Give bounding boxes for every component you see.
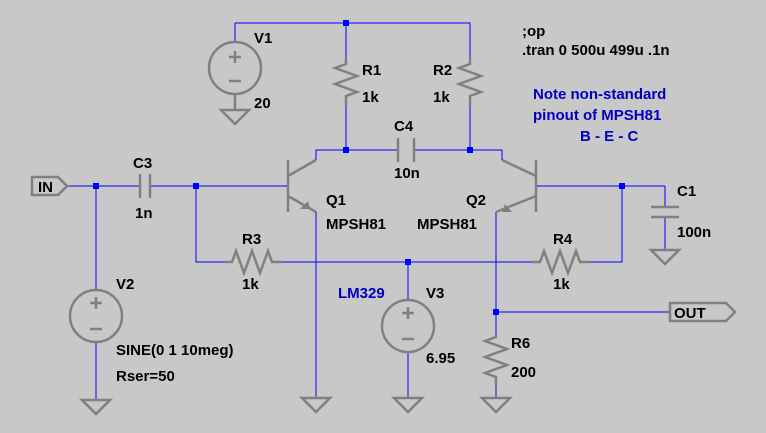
- port-in-label: IN: [38, 179, 53, 196]
- transistor-q2[interactable]: [495, 158, 538, 214]
- c4-name: C4: [394, 118, 414, 135]
- r3-name: R3: [242, 231, 261, 248]
- voltage-source-v1[interactable]: [207, 40, 263, 126]
- transistor-q1[interactable]: [286, 158, 317, 214]
- note-line-3: B - E - C: [580, 128, 638, 145]
- v2-value: SINE(0 1 10meg): [116, 342, 234, 359]
- resistor-r1[interactable]: [331, 58, 361, 106]
- v3-name: V3: [426, 285, 444, 302]
- junctions: [93, 20, 625, 315]
- directive-op: ;op: [522, 23, 545, 40]
- q2-value: MPSH81: [417, 216, 477, 233]
- junction: [343, 147, 349, 153]
- voltage-source-v2[interactable]: [68, 288, 124, 344]
- resistor-r2[interactable]: [455, 58, 485, 106]
- resistor-r3[interactable]: [226, 247, 282, 277]
- r4-value: 1k: [553, 276, 570, 293]
- v3-comment: LM329: [338, 285, 385, 302]
- note-line-2: pinout of MPSH81: [533, 107, 661, 124]
- v3-value: 6.95: [426, 350, 455, 367]
- junction: [619, 183, 625, 189]
- capacitor-c4[interactable]: [396, 138, 416, 162]
- c4-value: 10n: [394, 165, 420, 182]
- resistor-r4[interactable]: [532, 247, 590, 277]
- ground-icon: [78, 398, 114, 416]
- junction: [343, 20, 349, 26]
- q2-name: Q2: [466, 192, 486, 209]
- r2-value: 1k: [433, 89, 450, 106]
- spice-directives: ;op .tran 0 500u 499u .1n: [522, 23, 670, 59]
- component-labels: V1 20 R1 1k R2 1k C4 10n C3 1n Q1 MPSH81…: [116, 30, 711, 385]
- r6-name: R6: [511, 335, 530, 352]
- ground-symbols: [78, 248, 683, 416]
- c1-name: C1: [677, 183, 696, 200]
- junction: [193, 183, 199, 189]
- c3-name: C3: [133, 155, 152, 172]
- port-out[interactable]: OUT: [668, 301, 737, 323]
- ground-icon: [390, 396, 426, 414]
- v1-name: V1: [254, 30, 272, 47]
- c1-value: 100n: [677, 224, 711, 241]
- directive-tran: .tran 0 500u 499u .1n: [522, 42, 670, 59]
- v1-value: 20: [254, 95, 271, 112]
- r6-value: 200: [511, 364, 536, 381]
- junction: [467, 147, 473, 153]
- r3-value: 1k: [242, 276, 259, 293]
- junction: [493, 309, 499, 315]
- note-line-1: Note non-standard: [533, 86, 666, 103]
- resistor-r6[interactable]: [481, 333, 511, 385]
- r1-value: 1k: [362, 89, 379, 106]
- ground-icon: [478, 396, 514, 414]
- pinout-note: Note non-standard pinout of MPSH81 B - E…: [533, 86, 666, 145]
- junction: [405, 259, 411, 265]
- capacitor-c3[interactable]: [138, 174, 152, 198]
- r1-name: R1: [362, 62, 381, 79]
- capacitor-c1[interactable]: [651, 205, 679, 219]
- v2-param: Rser=50: [116, 368, 175, 385]
- c3-value: 1n: [135, 205, 153, 222]
- v2-name: V2: [116, 276, 134, 293]
- port-in[interactable]: IN: [30, 175, 69, 197]
- r4-name: R4: [553, 231, 573, 248]
- r2-name: R2: [433, 62, 452, 79]
- ground-icon: [647, 248, 683, 266]
- voltage-source-v3[interactable]: [380, 298, 436, 354]
- port-out-label: OUT: [674, 305, 706, 322]
- q1-name: Q1: [326, 192, 346, 209]
- q1-value: MPSH81: [326, 216, 386, 233]
- junction: [93, 183, 99, 189]
- ground-icon: [298, 396, 334, 414]
